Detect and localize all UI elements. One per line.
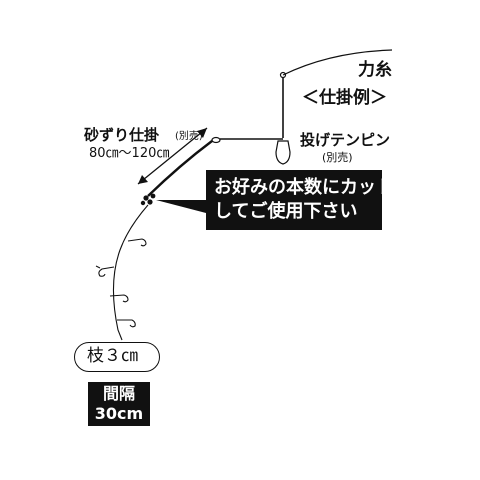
rig-swivel: [211, 136, 221, 144]
arm-swivel: [279, 71, 287, 79]
spacing-badge: 間隔 30cm: [88, 382, 150, 426]
example-title: ＜仕掛例＞: [302, 88, 387, 108]
sand-rig-line: [147, 140, 213, 197]
length-arrow: [137, 127, 208, 185]
spacing-label: 間隔: [102, 384, 135, 403]
hook-ticks: [95, 265, 101, 269]
rig-line: [112, 204, 149, 341]
callout-pointer: [156, 200, 206, 213]
spacing-value: 30cm: [94, 404, 144, 423]
branch-hooks: [98, 238, 147, 328]
callout-line-2: してご使用下さい: [214, 201, 358, 222]
callout-line-1: お好みの本数にカット: [214, 177, 394, 198]
main-line: [282, 49, 393, 76]
rig-name: 砂ずり仕掛: [84, 126, 160, 144]
branch-length-label: 枝３㎝: [87, 346, 138, 366]
rig-length: 80㎝～120㎝: [89, 146, 170, 161]
beads: [140, 193, 156, 206]
branch-length-badge: 枝３㎝: [74, 342, 160, 372]
sinker-name: 投げテンピン: [300, 131, 391, 149]
cut-instruction-callout: お好みの本数にカット してご使用下さい: [206, 170, 394, 230]
sinker-note: (別売): [322, 151, 353, 164]
main-line-label: 力糸: [358, 60, 392, 80]
rig-note: (別売): [175, 131, 203, 142]
sinker: [275, 140, 291, 165]
